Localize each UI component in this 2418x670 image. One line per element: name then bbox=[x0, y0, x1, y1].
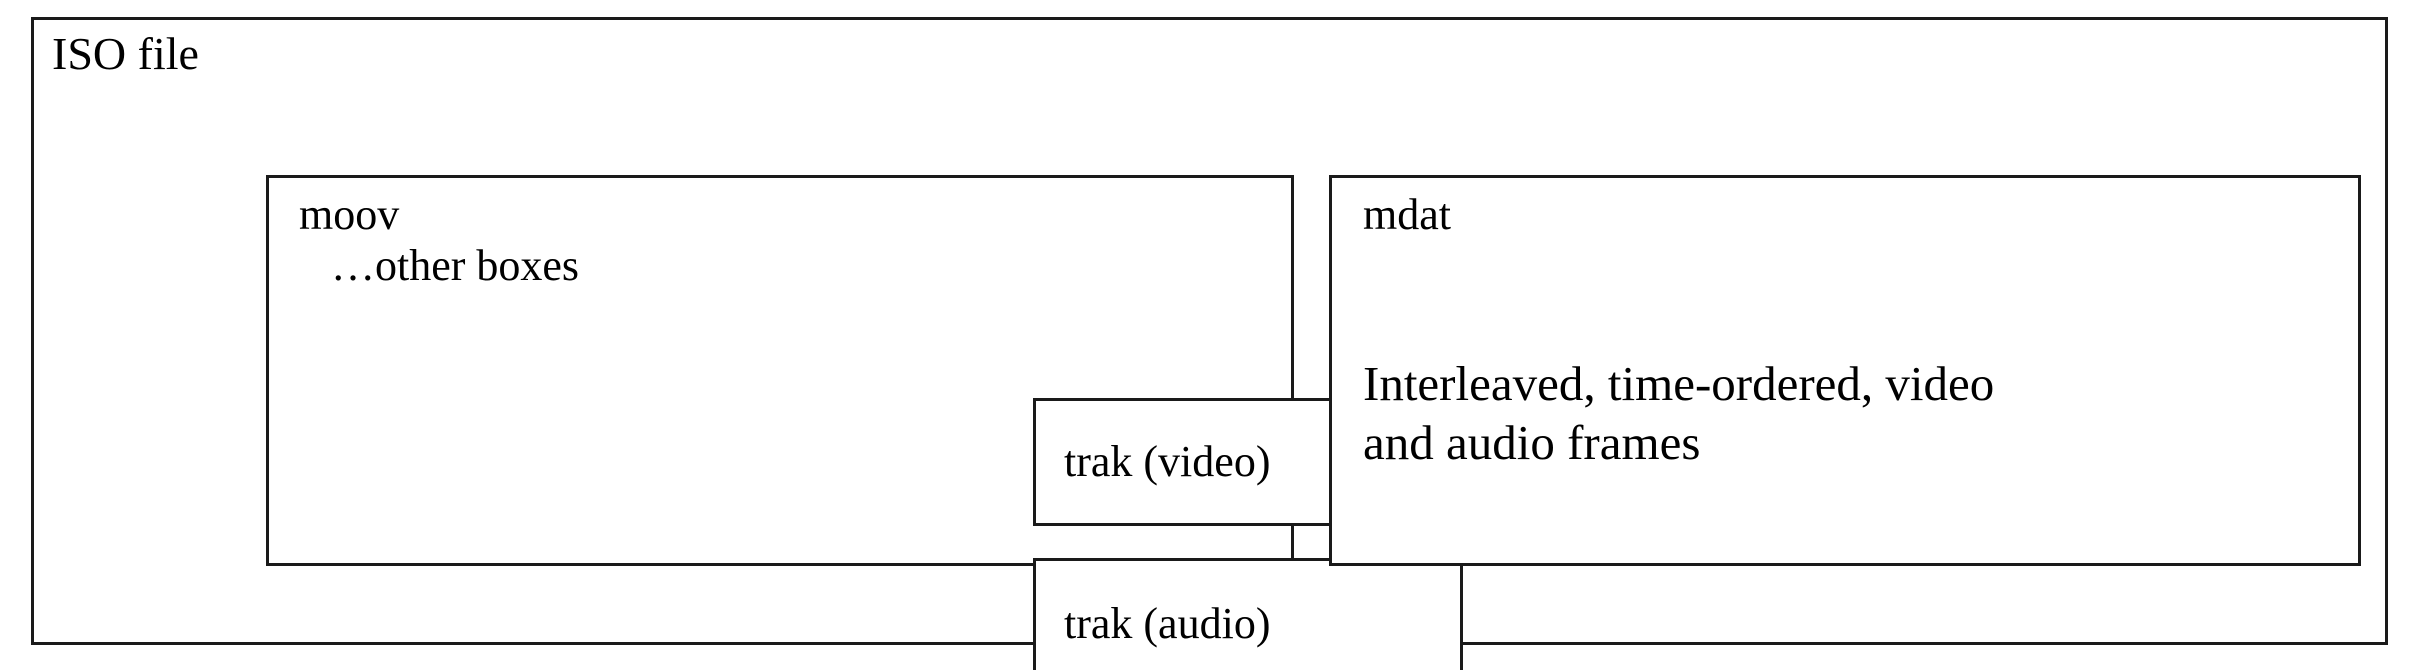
trak-audio-label: trak (audio) bbox=[1064, 599, 1271, 649]
iso-file-label: ISO file bbox=[52, 28, 199, 79]
trak-audio-box: trak (audio) bbox=[1033, 558, 1463, 670]
moov-box: moov …other boxes trak (video) trak (aud… bbox=[266, 175, 1463, 670]
moov-other-boxes-label: …other boxes bbox=[331, 241, 580, 290]
mdat-description-line-1: Interleaved, time-ordered, video bbox=[1363, 356, 1995, 411]
trak-video-label: trak (video) bbox=[1064, 436, 1271, 486]
moov-label: moov bbox=[299, 190, 400, 239]
mdat-description: Interleaved, time-ordered, video and aud… bbox=[1363, 355, 2303, 473]
mdat-description-line-2: and audio frames bbox=[1363, 414, 1701, 470]
iso-file-box: ISO file moov …other boxes trak (video) … bbox=[31, 17, 2388, 670]
mdat-label: mdat bbox=[1363, 190, 1451, 239]
mdat-box: mdat Interleaved, time-ordered, video an… bbox=[1329, 175, 2361, 566]
